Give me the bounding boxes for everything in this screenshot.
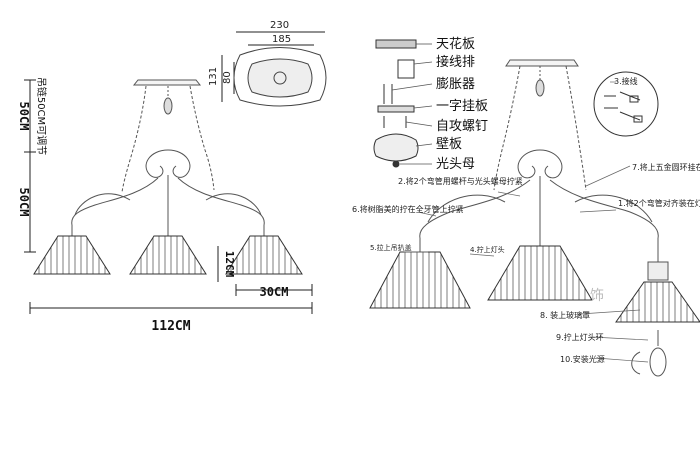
part-label-wall-plate: 壁板 — [436, 137, 462, 152]
part-label-screws: 自攻螺钉 — [436, 119, 488, 134]
plate-inner-width: 185 — [272, 34, 291, 45]
chain-adjustable-note: 吊链50CM可调节 — [35, 77, 48, 155]
dim-drop: 12CM — [223, 251, 236, 278]
step-10-label: 10.安装光源 — [560, 354, 605, 364]
dim-chain-length: 50CM — [17, 102, 31, 131]
ceiling-plate-drawing — [233, 47, 327, 107]
step-4-label: 4.拧上灯头 — [470, 245, 505, 254]
step-9-label: 9.拧上灯头环 — [556, 332, 604, 342]
right-chandelier-drawing — [369, 59, 700, 377]
plate-outer-height: 131 — [208, 67, 219, 86]
part-label-mounting-bar: 一字挂板 — [436, 99, 488, 114]
left-dimension-lines — [24, 31, 325, 314]
step-2-label: 2.将2个弯管用螺杆与光头螺母拧紧 — [398, 176, 523, 186]
dim-body-height: 50CM — [17, 188, 31, 217]
dim-total-width: 112CM — [151, 319, 190, 334]
part-label-terminal: 接线排 — [436, 54, 475, 70]
part-label-ceiling: 天花板 — [436, 36, 475, 52]
part-label-cap-nut: 光头母 — [436, 157, 475, 172]
wiring-callout — [593, 71, 659, 137]
step-5-label: 5.拉上吊扒盖 — [370, 243, 412, 252]
part-label-anchor: 膨胀器 — [436, 77, 475, 92]
plate-inner-height: 80 — [222, 71, 233, 84]
step-7-label: 7.将上五金圆环挂在弯管上 — [632, 162, 700, 172]
plate-outer-width: 230 — [270, 20, 289, 31]
dim-shade-width: 30CM — [260, 285, 289, 299]
left-chandelier-drawing — [33, 79, 303, 275]
step-leader-lines — [404, 81, 649, 363]
parts-leader-lines — [391, 43, 433, 165]
step-1-label: 1.将2个弯管对齐装在灯古上 — [618, 198, 700, 208]
step-3-label: 3.接线 — [614, 76, 638, 86]
parts-legend-icons — [373, 39, 419, 168]
step-6-label: 6.将树脂美的拧在全牙管上拧紧 — [352, 204, 464, 214]
step-8-label: 8. 装上玻璃罩 — [540, 310, 590, 320]
watermark-text: 饰 — [590, 288, 604, 304]
